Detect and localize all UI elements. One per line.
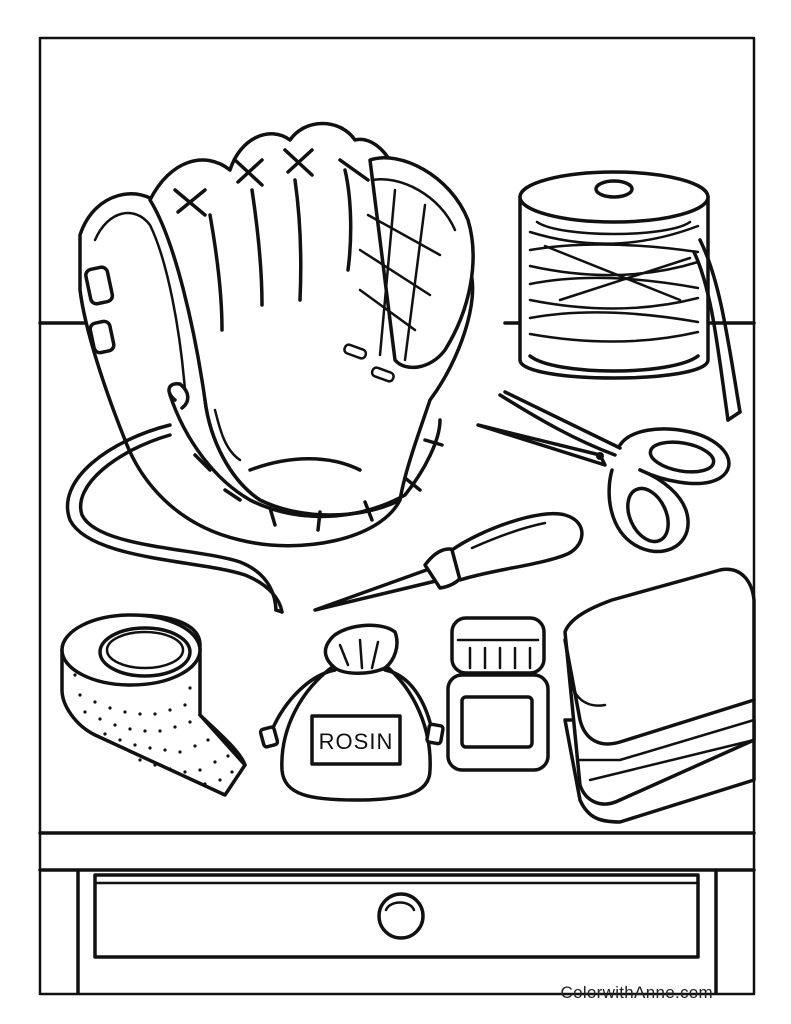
page-border [38, 36, 756, 996]
thread-spool-icon [518, 170, 742, 422]
rosin-bag-icon: ROSIN [258, 623, 445, 802]
awl-tool-icon [313, 512, 584, 612]
footer-credit[interactable]: ColorwithAnne.com [560, 983, 713, 1002]
tape-roll-icon [60, 613, 247, 797]
table-front [38, 831, 756, 995]
drawer-front [93, 873, 700, 959]
scissors-icon [476, 390, 731, 554]
baseball-glove-icon [65, 121, 475, 614]
rosin-label: ROSIN [319, 729, 394, 754]
jar-icon [446, 616, 550, 772]
folded-cloth-icon [563, 567, 756, 824]
drawer-knob-icon[interactable] [377, 892, 425, 940]
